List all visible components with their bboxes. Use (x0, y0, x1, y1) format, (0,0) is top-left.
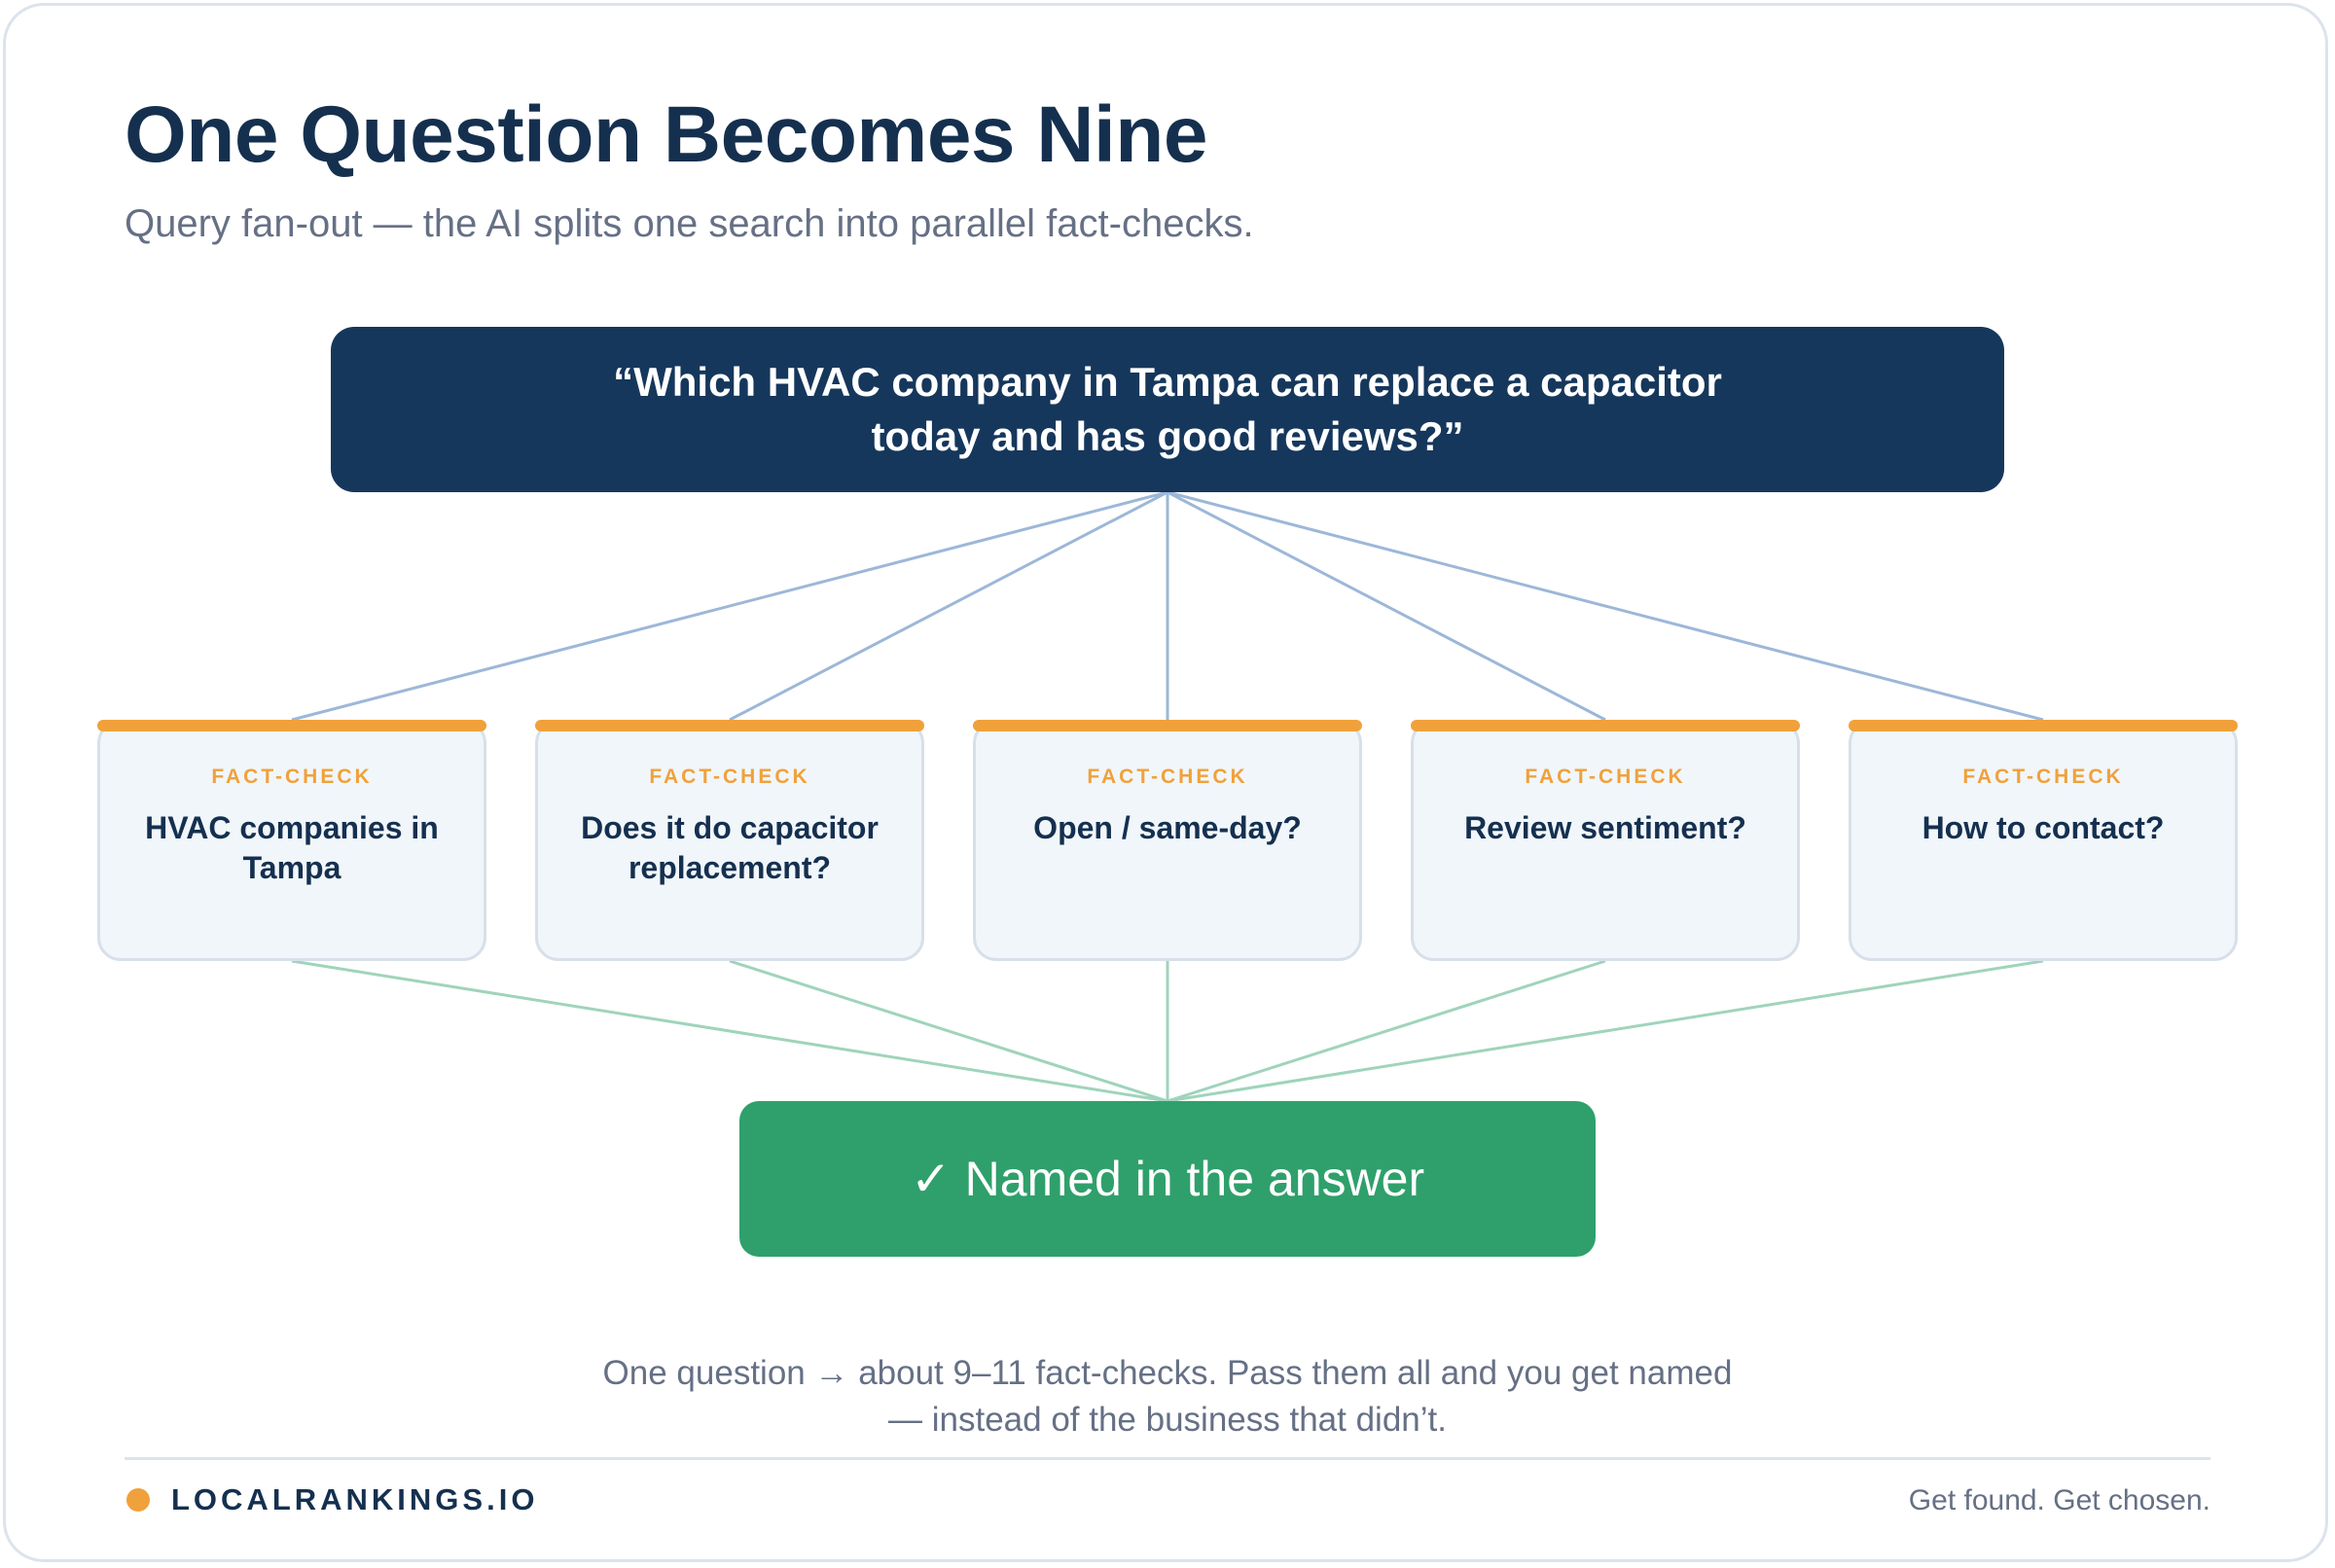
fact-check-accent-bar (973, 720, 1362, 731)
fact-check-card: FACT-CHECK Does it do capacitor replacem… (535, 720, 924, 961)
merge-line-4 (1167, 959, 1606, 1103)
fact-check-accent-bar (1849, 720, 2238, 731)
fact-check-card: FACT-CHECK Review sentiment? (1411, 720, 1800, 961)
fact-check-card: FACT-CHECK Open / same-day? (973, 720, 1362, 961)
fact-check-label: FACT-CHECK (211, 766, 373, 788)
fanout-line-1 (291, 490, 1168, 722)
merge-line-2 (729, 959, 1168, 1103)
footer-divider (125, 1457, 2210, 1460)
result-text: ✓ Named in the answer (910, 1152, 1425, 1206)
question-text: “Which HVAC company in Tampa can replace… (613, 359, 1722, 459)
fact-check-accent-bar (1411, 720, 1800, 731)
fact-check-label: FACT-CHECK (1087, 766, 1248, 788)
page-title: One Question Becomes Nine (125, 90, 1208, 179)
fact-check-text: Does it do capacitor replacement? (581, 810, 879, 885)
fact-check-text: Open / same-day? (1033, 810, 1302, 845)
fact-check-card: FACT-CHECK HVAC companies in Tampa (97, 720, 486, 961)
fact-check-accent-bar (535, 720, 924, 731)
fanout-line-2 (729, 490, 1168, 722)
fact-check-text: Review sentiment? (1464, 810, 1746, 845)
caption: One question → about 9–11 fact-checks. P… (602, 1354, 1733, 1439)
page-subtitle: Query fan-out — the AI splits one search… (125, 202, 1254, 245)
fact-check-label: FACT-CHECK (1525, 766, 1686, 788)
result-box: ✓ Named in the answer (739, 1101, 1596, 1257)
fanout-line-5 (1167, 490, 2044, 722)
fact-check-text: HVAC companies in Tampa (145, 810, 439, 885)
fact-check-text: How to contact? (1922, 810, 2165, 845)
tagline: Get found. Get chosen. (1908, 1484, 2210, 1516)
question-box: “Which HVAC company in Tampa can replace… (331, 327, 2004, 492)
fact-check-label: FACT-CHECK (649, 766, 810, 788)
brand-name: LOCALRANKINGS.IO (171, 1482, 539, 1516)
brand-dot-icon (126, 1488, 150, 1512)
fanout-line-4 (1167, 490, 1606, 722)
fact-check-card: FACT-CHECK How to contact? (1849, 720, 2238, 961)
merge-line-5 (1167, 959, 2044, 1103)
merge-line-1 (291, 959, 1168, 1103)
fact-check-label: FACT-CHECK (1962, 766, 2124, 788)
fact-check-accent-bar (97, 720, 486, 731)
